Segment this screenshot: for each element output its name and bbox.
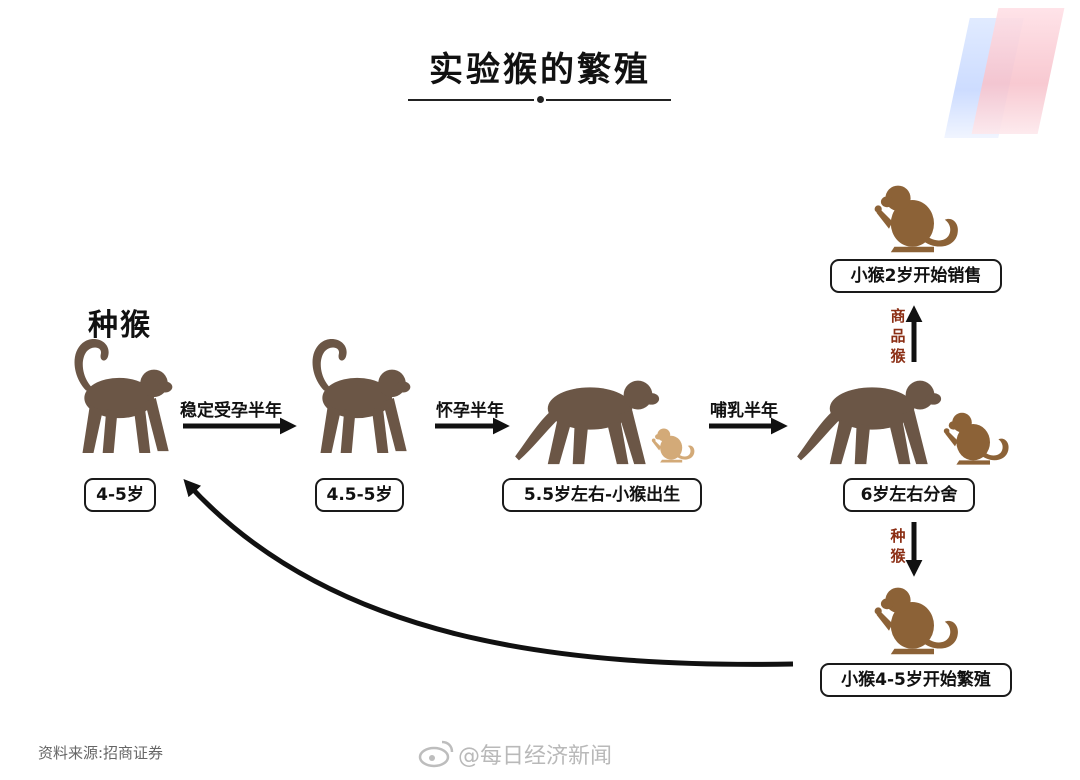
separation-young-monkey-icon: [943, 412, 1009, 465]
page-title: 实验猴的繁殖: [429, 50, 651, 90]
branch-arrow-label-sale: 商品猴: [890, 307, 906, 365]
transition-label-nursing: 哺乳半年: [710, 401, 778, 421]
founder-monkey-icon: [74, 338, 173, 453]
source-note: 资料来源:招商证券: [38, 744, 164, 762]
transition-label-conception: 稳定受孕半年: [180, 401, 282, 421]
title-underline-left: [408, 99, 534, 101]
commercial-young-monkey-icon: [874, 185, 958, 253]
founder-label: 种猴: [88, 308, 152, 343]
stage-pill-founder: 4-5岁: [84, 478, 156, 512]
stage-pill-separation: 6岁左右分舍: [843, 478, 975, 512]
breeding-young-monkey-icon: [874, 587, 958, 655]
branch-pill-breeding: 小猴4-5岁开始繁殖: [820, 663, 1012, 697]
branch-pill-sale: 小猴2岁开始销售: [830, 259, 1002, 293]
watermark-text: @每日经济新闻: [458, 744, 613, 769]
mother-monkey-icon: [515, 380, 660, 465]
title-underline-right: [546, 99, 671, 101]
arrow-return-cycle: [183, 478, 794, 667]
stage-pill-birth: 5.5岁左右-小猴出生: [502, 478, 702, 512]
weibo-logo-icon: [418, 738, 454, 768]
branch-arrow-label-breeding: 种猴: [890, 527, 906, 565]
pregnant-monkey-icon: [312, 338, 411, 453]
separation-mother-monkey-icon: [797, 380, 942, 465]
title-underline-dot: [537, 96, 544, 103]
transition-label-pregnancy: 怀孕半年: [436, 401, 504, 421]
stage-pill-pregnant: 4.5-5岁: [315, 478, 404, 512]
newborn-baby-monkey-icon: [651, 428, 695, 463]
